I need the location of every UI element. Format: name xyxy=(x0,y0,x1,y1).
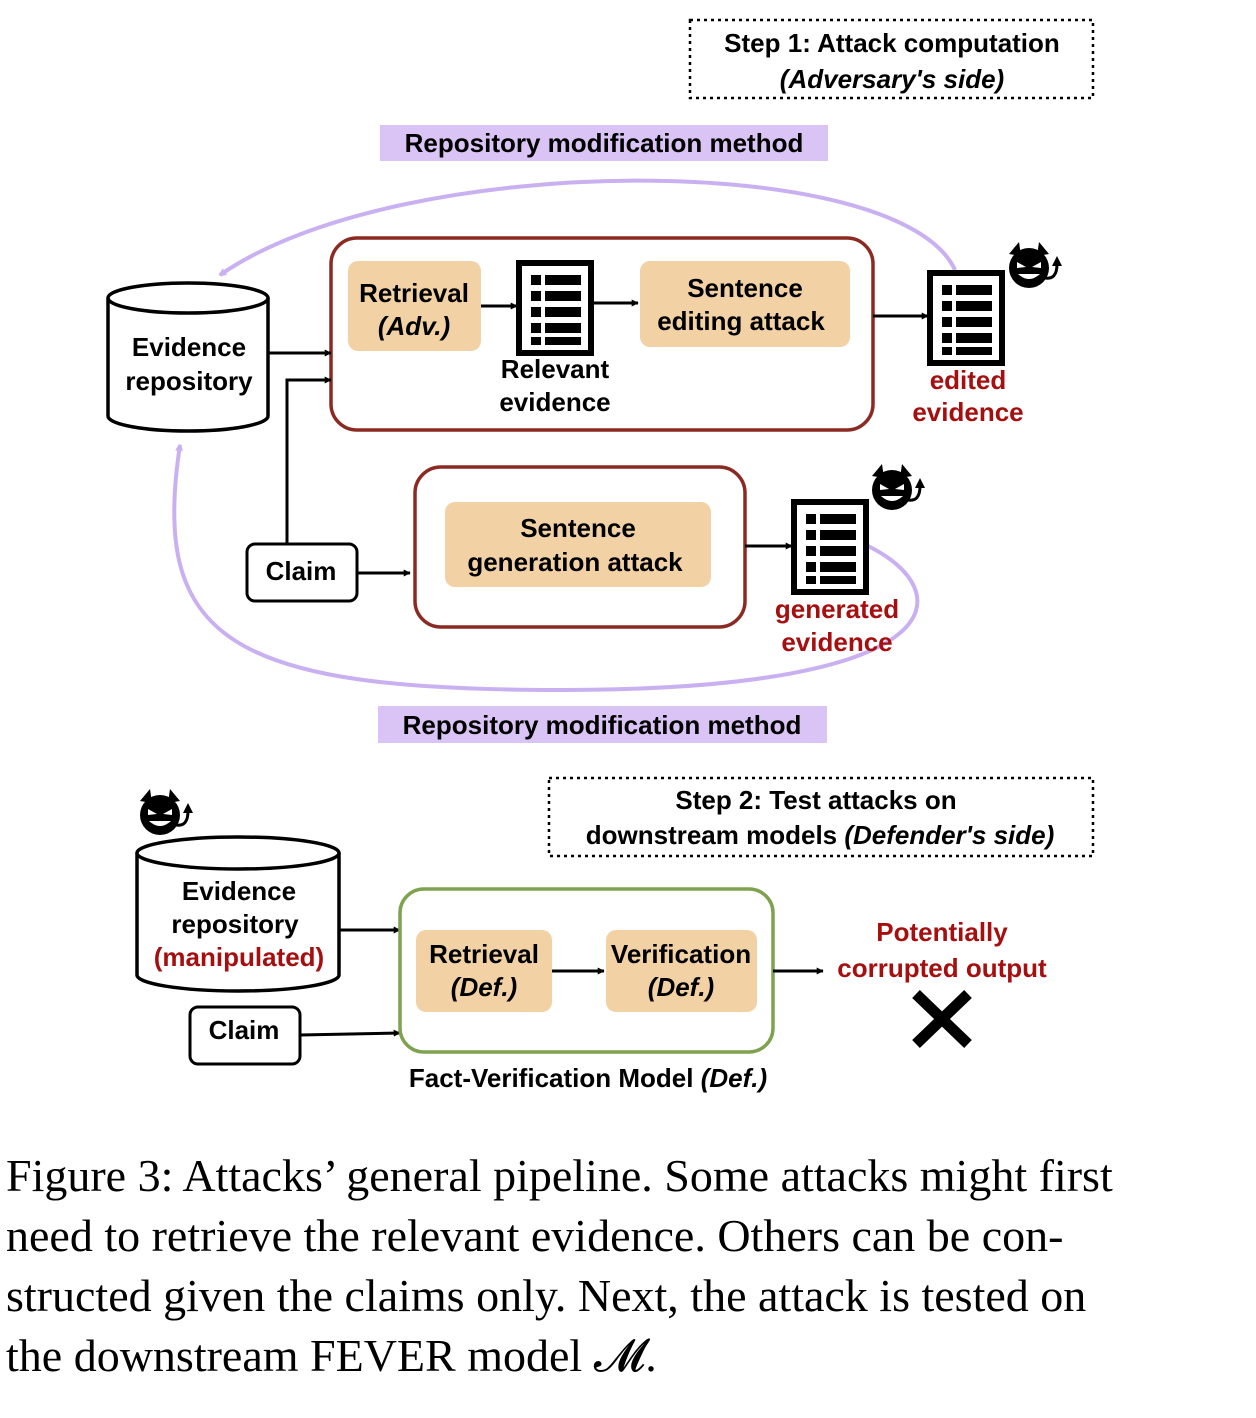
fact-verification-model-italic: (Def.) xyxy=(701,1063,767,1093)
evidence-repository-cylinder xyxy=(106,281,270,433)
edited-evidence-line1: edited xyxy=(930,365,1007,395)
sentence-editing-line1: Sentence xyxy=(687,273,803,303)
devil-icon-edited xyxy=(1007,240,1064,290)
arrow-claim-to-fv-model xyxy=(299,1029,401,1037)
output-line2: corrupted output xyxy=(837,953,1047,983)
generated-evidence-line2: evidence xyxy=(781,627,892,657)
retrieval-def-box xyxy=(416,930,552,1012)
sentence-generation-box xyxy=(445,502,711,587)
sentence-editing-box xyxy=(640,261,850,347)
evidence-repository-line1: Evidence xyxy=(132,332,246,362)
claim-box-bottom xyxy=(188,1005,302,1066)
figure-caption: Figure 3: Attacks’ general pipeline. Som… xyxy=(6,1146,1216,1386)
repo-method-label-top: Repository modification method xyxy=(405,128,804,158)
step2-box xyxy=(547,776,1095,858)
devil-icon-generated xyxy=(870,462,927,512)
edited-evidence-document-icon xyxy=(930,273,1002,363)
retrieval-adv-line2: (Adv.) xyxy=(378,311,450,341)
relevant-evidence-line2: evidence xyxy=(499,387,610,417)
repo-method-highlight-top xyxy=(380,125,828,161)
manipulated-repository-line1: Evidence xyxy=(182,876,296,906)
retrieval-def-line1: Retrieval xyxy=(429,939,539,969)
pipeline-diagram: Step 1: Attack computation (Adversary's … xyxy=(106,18,1095,1093)
step2-line2: downstream models (Defender's side) xyxy=(586,820,1055,850)
cross-icon xyxy=(912,990,972,1048)
caption-line-3: structed given the claims only. Next, th… xyxy=(6,1270,1087,1321)
relevant-evidence-line1: Relevant xyxy=(501,354,610,384)
step2-line2-plain: downstream models xyxy=(586,820,845,850)
fact-verification-model-label: Fact-Verification Model (Def.) xyxy=(409,1063,767,1093)
edited-evidence-line2: evidence xyxy=(912,397,1023,427)
step2-line2-italic: (Defender's side) xyxy=(844,820,1054,850)
generated-evidence-document-icon xyxy=(794,502,866,592)
manipulated-repository-line3: (manipulated) xyxy=(154,942,324,972)
arrow-claim-to-pipeline xyxy=(285,376,332,545)
repo-method-highlight-bottom xyxy=(378,706,827,743)
repo-update-curve-bottom xyxy=(172,445,920,693)
devil-icon-repository xyxy=(138,787,195,837)
sentence-editing-line2: editing attack xyxy=(657,306,825,336)
evidence-repository-line2: repository xyxy=(125,366,253,396)
step1-title: Step 1: Attack computation xyxy=(724,28,1060,58)
retrieval-adv-box xyxy=(348,261,481,351)
step1-subtitle: (Adversary's side) xyxy=(780,64,1004,94)
verification-def-line1: Verification xyxy=(611,939,751,969)
step1-box xyxy=(688,18,1095,100)
manipulated-repository-cylinder xyxy=(135,835,341,993)
caption-line-4: the downstream FEVER model 𝓜. xyxy=(6,1330,657,1381)
caption-line-1: Figure 3: Attacks’ general pipeline. Som… xyxy=(6,1150,1113,1201)
retrieval-def-line2: (Def.) xyxy=(451,972,517,1002)
verification-def-line2: (Def.) xyxy=(648,972,714,1002)
claim-label-bottom: Claim xyxy=(209,1015,280,1045)
sentence-generation-line2: generation attack xyxy=(467,547,683,577)
caption-line-2: need to retrieve the relevant evidence. … xyxy=(6,1210,1064,1261)
verification-def-box xyxy=(606,930,757,1012)
adversary-retrieval-pipeline xyxy=(329,236,875,432)
manipulated-repository-line2: repository xyxy=(171,909,299,939)
step2-line1: Step 2: Test attacks on xyxy=(675,785,956,815)
generated-evidence-line1: generated xyxy=(775,594,899,624)
output-line1: Potentially xyxy=(876,917,1008,947)
fact-verification-model-plain: Fact-Verification Model xyxy=(409,1063,701,1093)
sentence-generation-line1: Sentence xyxy=(520,513,636,543)
relevant-evidence-document-icon xyxy=(519,263,591,353)
repo-update-curve-top xyxy=(220,178,957,277)
retrieval-adv-line1: Retrieval xyxy=(359,278,469,308)
claim-label-top: Claim xyxy=(266,556,337,586)
repo-method-label-bottom: Repository modification method xyxy=(403,710,802,740)
